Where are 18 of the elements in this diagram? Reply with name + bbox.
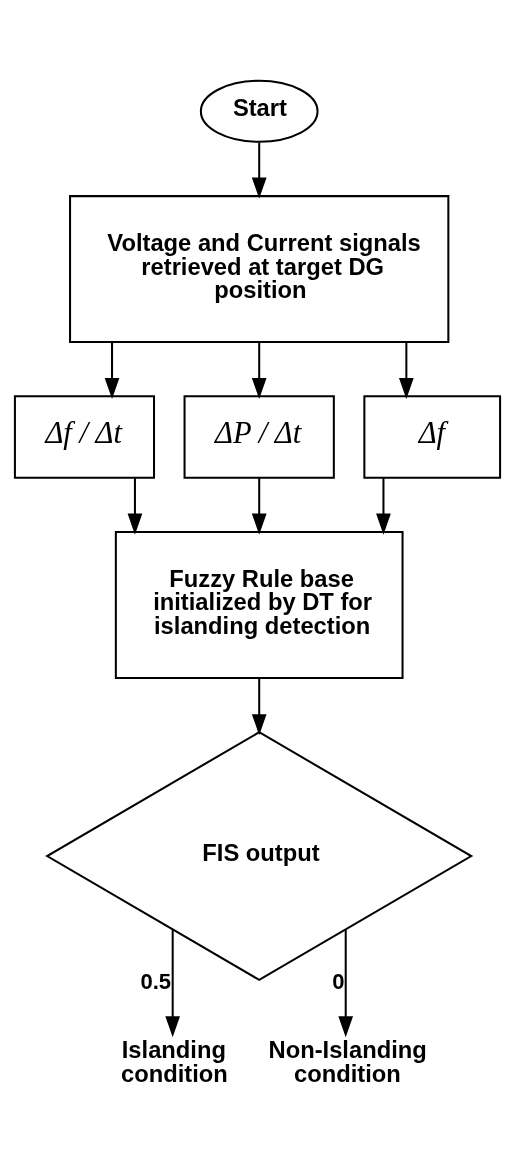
node-box: Fuzzy Rule base initialized by DT for islanding detection — [114, 530, 404, 679]
arrow — [251, 341, 267, 399]
node-box: Δf / Δt — [13, 394, 156, 479]
node-ellipse: Start — [199, 79, 319, 143]
arrow — [251, 477, 267, 535]
arrow — [338, 929, 354, 1037]
node-box: Voltage and Current signals retrieved at target DG position — [69, 194, 450, 343]
node-text: Islanding condition — [120, 1036, 228, 1087]
arrow — [251, 677, 267, 735]
arrow — [165, 929, 181, 1037]
node-box: ΔP / Δt — [183, 394, 335, 479]
arrow — [376, 477, 391, 535]
arrow — [251, 142, 267, 199]
arrow — [127, 477, 143, 535]
node-box: Δf — [363, 394, 502, 479]
arrow — [399, 341, 414, 399]
arrow — [104, 341, 120, 399]
node-text: Non-Islanding condition — [268, 1036, 427, 1087]
